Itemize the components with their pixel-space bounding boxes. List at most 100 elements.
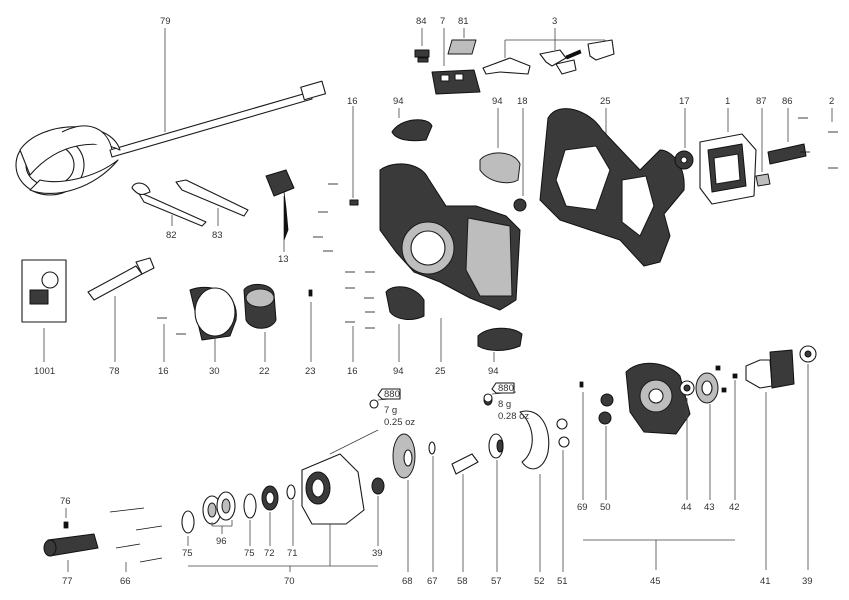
callout-labels: 79 84 81 7 3 16 94 94 18 25 17 1 87 86 2… xyxy=(34,16,834,587)
callout-43: 43 xyxy=(704,502,715,513)
callout-66: 66 xyxy=(120,576,131,587)
callout-87: 87 xyxy=(756,96,767,107)
callout-76: 76 xyxy=(60,496,71,507)
callout-41: 41 xyxy=(760,576,771,587)
part-1-battery-adapter xyxy=(699,108,757,205)
part-58-spindle xyxy=(451,453,479,572)
callout-13: 13 xyxy=(278,254,289,265)
callout-86: 86 xyxy=(782,96,793,107)
part-66-screws xyxy=(109,507,163,572)
part-79-mixing-paddle xyxy=(15,28,327,196)
callout-3: 3 xyxy=(552,16,557,27)
callout-51: 51 xyxy=(557,576,568,587)
callout-94-a: 94 xyxy=(393,96,404,107)
callout-70: 70 xyxy=(284,576,295,587)
callout-16-low: 16 xyxy=(347,366,358,377)
callout-1001: 1001 xyxy=(34,366,55,377)
part-84-pins xyxy=(414,28,430,63)
part-82-open-wrench xyxy=(131,182,207,227)
part-57-gear xyxy=(483,394,504,572)
callout-77: 77 xyxy=(62,576,73,587)
callout-68: 68 xyxy=(402,576,413,587)
callout-82: 82 xyxy=(166,230,177,241)
part-22-field xyxy=(243,284,277,362)
part-25-housing-half-right xyxy=(539,108,685,267)
callout-52: 52 xyxy=(534,576,545,587)
part-2-screws xyxy=(798,108,838,169)
callout-57: 57 xyxy=(491,576,502,587)
callout-79: 79 xyxy=(160,16,171,27)
callout-39-left: 39 xyxy=(372,548,383,559)
callout-94-b: 94 xyxy=(492,96,503,107)
part-17-fan xyxy=(674,108,694,170)
callout-81: 81 xyxy=(458,16,469,27)
part-75-circlip-a xyxy=(181,510,195,546)
part-50-bearing xyxy=(598,393,614,500)
part-43-plate xyxy=(695,372,719,500)
grease-note-2 xyxy=(483,382,517,403)
part-18-bushing xyxy=(513,108,527,212)
callout-72: 72 xyxy=(264,548,275,559)
callout-22: 22 xyxy=(259,366,270,377)
callout-17: 17 xyxy=(679,96,690,107)
part-77-chuck xyxy=(43,533,99,572)
callout-18: 18 xyxy=(517,96,528,107)
part-94-grip-a xyxy=(391,108,433,142)
part-25-housing-half-left xyxy=(379,163,521,362)
part-30-brush-plate xyxy=(189,286,237,362)
callout-71: 71 xyxy=(287,548,298,559)
bracket-70 xyxy=(188,429,379,572)
grease-2-weight-oz: 0.28 oz xyxy=(498,411,529,422)
callout-1: 1 xyxy=(725,96,730,107)
callout-25-low: 25 xyxy=(435,366,446,377)
part-gearbox-front-housing xyxy=(301,453,365,525)
part-68-gear xyxy=(392,433,416,572)
callout-83: 83 xyxy=(212,230,223,241)
part-44-bearing xyxy=(679,380,695,500)
callout-78: 78 xyxy=(109,366,120,377)
grease-1-code: 880 xyxy=(384,389,400,400)
part-51-bearing xyxy=(556,418,570,572)
callout-16-mid: 16 xyxy=(158,366,169,377)
callout-84: 84 xyxy=(416,16,427,27)
callout-42: 42 xyxy=(729,502,740,513)
callout-67: 67 xyxy=(427,576,438,587)
part-39-bearing-right xyxy=(799,345,817,570)
callout-30: 30 xyxy=(209,366,220,377)
callout-7: 7 xyxy=(440,16,445,27)
part-69-pin xyxy=(579,381,584,500)
grease-note-1 xyxy=(369,388,401,409)
part-94-grip-b xyxy=(479,108,521,184)
callout-94-c: 94 xyxy=(393,366,404,377)
callout-45: 45 xyxy=(650,576,661,587)
callout-75-b: 75 xyxy=(244,548,255,559)
grease-1-weight-oz: 0.25 oz xyxy=(384,417,415,428)
part-94-grip-d xyxy=(477,327,523,362)
part-75-circlip-b xyxy=(243,493,257,546)
callout-58: 58 xyxy=(457,576,468,587)
grease-1-weight-g: 7 g xyxy=(384,405,397,416)
part-23-pin xyxy=(308,289,313,362)
callout-44: 44 xyxy=(681,502,692,513)
callout-39-right: 39 xyxy=(802,576,813,587)
grease-note-1-text: 880 7 g 0.25 oz xyxy=(384,389,415,428)
part-94-grip-c xyxy=(385,286,425,362)
part-96-shims xyxy=(202,491,236,534)
grease-2-code: 880 xyxy=(498,383,514,394)
part-83-hook-wrench xyxy=(175,179,249,226)
part-52-disc xyxy=(519,410,550,572)
callout-94-d: 94 xyxy=(488,366,499,377)
part-41-armature xyxy=(745,349,795,570)
part-87-label xyxy=(755,108,771,187)
callout-25-top: 25 xyxy=(600,96,611,107)
callout-23: 23 xyxy=(305,366,316,377)
part-3-switch-set xyxy=(482,28,615,75)
part-76-pin xyxy=(63,508,69,529)
callout-16-top: 16 xyxy=(347,96,358,107)
callout-50: 50 xyxy=(600,502,611,513)
grease-2-weight-g: 8 g xyxy=(498,399,511,410)
part-78-extension xyxy=(87,257,155,362)
part-13-plug xyxy=(265,169,295,252)
part-16-screws-mid xyxy=(157,317,186,362)
part-67-ring xyxy=(428,441,436,572)
